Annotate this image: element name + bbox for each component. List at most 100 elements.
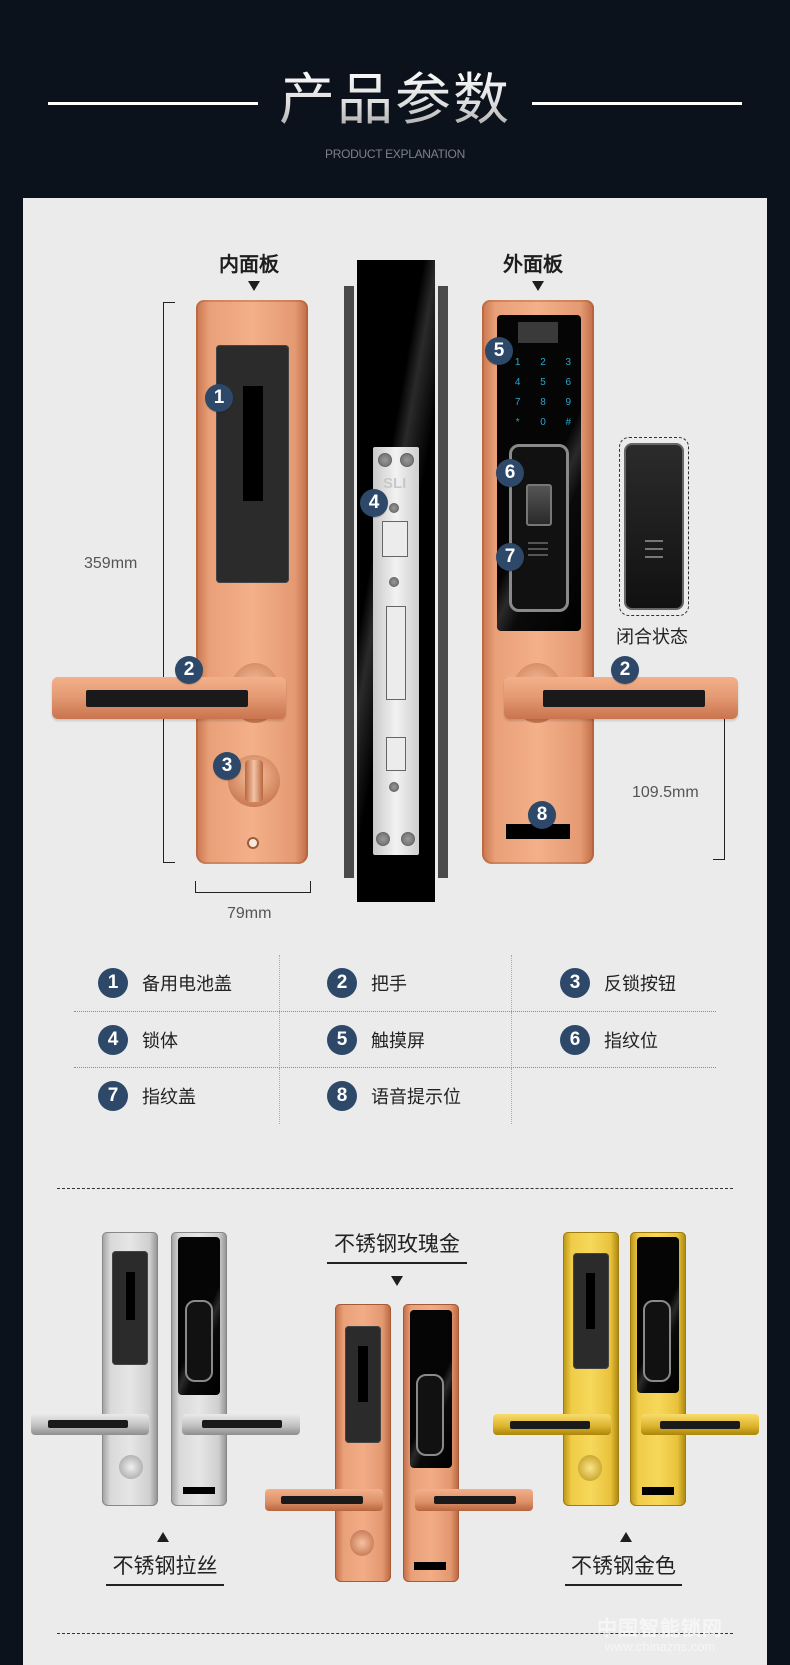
height-dimension-bracket: [163, 302, 175, 863]
gold-handle-slot: [660, 1421, 740, 1429]
header-rule-left: [48, 102, 258, 105]
keypad-key: 3: [565, 357, 572, 368]
callout-badge-2: 2: [175, 656, 203, 684]
legend-label: 语音提示位: [371, 1087, 461, 1108]
screw-icon: [389, 503, 399, 513]
lcd-display: [518, 322, 558, 343]
variant-label-rose-gold: 不锈钢玫瑰金: [327, 1228, 467, 1264]
watermark: 中国智能锁网 www.chinazns.com: [585, 1617, 735, 1655]
silver-fingerprint-cover: [185, 1300, 213, 1382]
inner-panel-label: 内面板: [219, 252, 279, 276]
closed-state-grip: [645, 548, 663, 550]
closed-state-grip: [645, 556, 663, 558]
closed-state-frame: [619, 437, 689, 616]
rose-gold-voice-speaker: [414, 1562, 446, 1570]
auxiliary-cutout: [386, 737, 406, 771]
silver-battery-slot: [126, 1272, 135, 1320]
callout-badge-7: 7: [496, 543, 524, 571]
height-dimension-label: 359mm: [84, 555, 138, 572]
legend-item: 4 锁体: [74, 1012, 279, 1068]
keyhole-icon: [247, 837, 259, 849]
legend-label: 备用电池盖: [142, 974, 232, 995]
watermark-title: 中国智能锁网: [597, 1616, 723, 1640]
lock-body-brand: SLI: [383, 475, 407, 492]
rose-gold-label-arrow-icon: [391, 1276, 403, 1286]
legend-number-badge: 5: [327, 1025, 357, 1055]
rose-gold-handle-slot: [434, 1496, 516, 1504]
screw-icon: [400, 453, 414, 467]
callout-badge-5: 5: [485, 337, 513, 365]
legend-item: 5 触摸屏: [279, 1012, 511, 1068]
legend-row: 7 指纹盖 8 语音提示位: [74, 1067, 716, 1124]
screw-icon: [389, 782, 399, 792]
keypad-key: 2: [540, 357, 546, 368]
touch-keypad: 1 2 3 4 5 6 7 8 9 * 0 #: [505, 357, 581, 428]
outer-panel-arrow-icon: [532, 281, 544, 291]
callout-badge-2-outer: 2: [611, 656, 639, 684]
legend-row: 1 备用电池盖 2 把手 3 反锁按钮: [74, 955, 716, 1011]
silver-voice-speaker: [183, 1487, 215, 1494]
handle-height-dimension-label: 109.5mm: [632, 784, 699, 801]
legend-item: 3 反锁按钮: [511, 955, 716, 1011]
closed-state-label: 闭合状态: [616, 627, 688, 648]
deadbolt-cutout: [386, 606, 406, 700]
screw-icon: [378, 453, 392, 467]
closed-state-grip: [645, 540, 663, 542]
fingerprint-cover-grip: [528, 542, 548, 544]
gold-battery-slot: [586, 1273, 595, 1329]
legend-label: 锁体: [142, 1031, 178, 1052]
gold-lock-knob: [578, 1455, 602, 1481]
legend-label: 指纹位: [604, 1031, 658, 1052]
rose-gold-fingerprint-module: [416, 1374, 444, 1456]
callout-badge-1: 1: [205, 384, 233, 412]
callout-badge-3: 3: [213, 752, 241, 780]
legend-item: 6 指纹位: [511, 1012, 716, 1068]
keypad-key: 9: [565, 397, 572, 408]
fingerprint-cover-grip: [528, 554, 548, 556]
keypad-key: *: [515, 417, 520, 428]
legend-item: 7 指纹盖: [74, 1068, 279, 1124]
outer-panel-label: 外面板: [503, 252, 563, 276]
rose-gold-battery-slot: [358, 1346, 368, 1402]
keypad-key: 5: [540, 377, 546, 388]
fingerprint-sensor: [526, 484, 552, 526]
keypad-key: 6: [565, 377, 572, 388]
gold-handle-slot: [510, 1421, 590, 1429]
page-subtitle: PRODUCT EXPLANATION: [325, 147, 465, 161]
rose-gold-lock-knob: [350, 1530, 374, 1556]
legend-number-badge: 2: [327, 968, 357, 998]
keypad-key: 4: [514, 377, 521, 388]
lock-knob-grip: [245, 760, 263, 802]
keypad-key: 7: [514, 397, 521, 408]
legend-number-badge: 4: [98, 1025, 128, 1055]
width-dimension-label: 79mm: [227, 905, 272, 922]
handle-height-dimension-bracket: [713, 698, 725, 860]
screw-icon: [401, 832, 415, 846]
legend-label: 反锁按钮: [604, 974, 676, 995]
gold-fingerprint-cover: [643, 1300, 671, 1382]
variant-label-gold: 不锈钢金色: [565, 1550, 682, 1586]
section-divider: [57, 1633, 733, 1634]
header-rule-right: [532, 102, 742, 105]
variant-label-silver: 不锈钢拉丝: [106, 1550, 224, 1586]
legend-item: 2 把手: [279, 955, 511, 1011]
legend-label: 触摸屏: [371, 1031, 425, 1052]
rose-gold-handle-slot: [281, 1496, 363, 1504]
legend-number-badge: 1: [98, 968, 128, 998]
legend-number-badge: 3: [560, 968, 590, 998]
legend-item: 1 备用电池盖: [74, 955, 279, 1011]
silver-lock-knob: [119, 1455, 143, 1479]
lock-body-rail-left: [344, 286, 354, 878]
legend-item: 8 语音提示位: [279, 1068, 511, 1124]
latch-bolt: [382, 521, 408, 557]
keypad-key: 0: [540, 417, 546, 428]
fingerprint-cover-grip: [528, 548, 548, 550]
callout-badge-8: 8: [528, 801, 556, 829]
parts-legend: 1 备用电池盖 2 把手 3 反锁按钮 4 锁体 5 触摸屏 6 指纹位 7 指…: [74, 955, 716, 1124]
silver-handle-slot: [202, 1420, 282, 1428]
screw-icon: [376, 832, 390, 846]
keypad-key: 1: [514, 357, 521, 368]
screw-icon: [389, 577, 399, 587]
inner-handle-slot: [86, 690, 248, 707]
gold-voice-speaker: [642, 1487, 674, 1495]
